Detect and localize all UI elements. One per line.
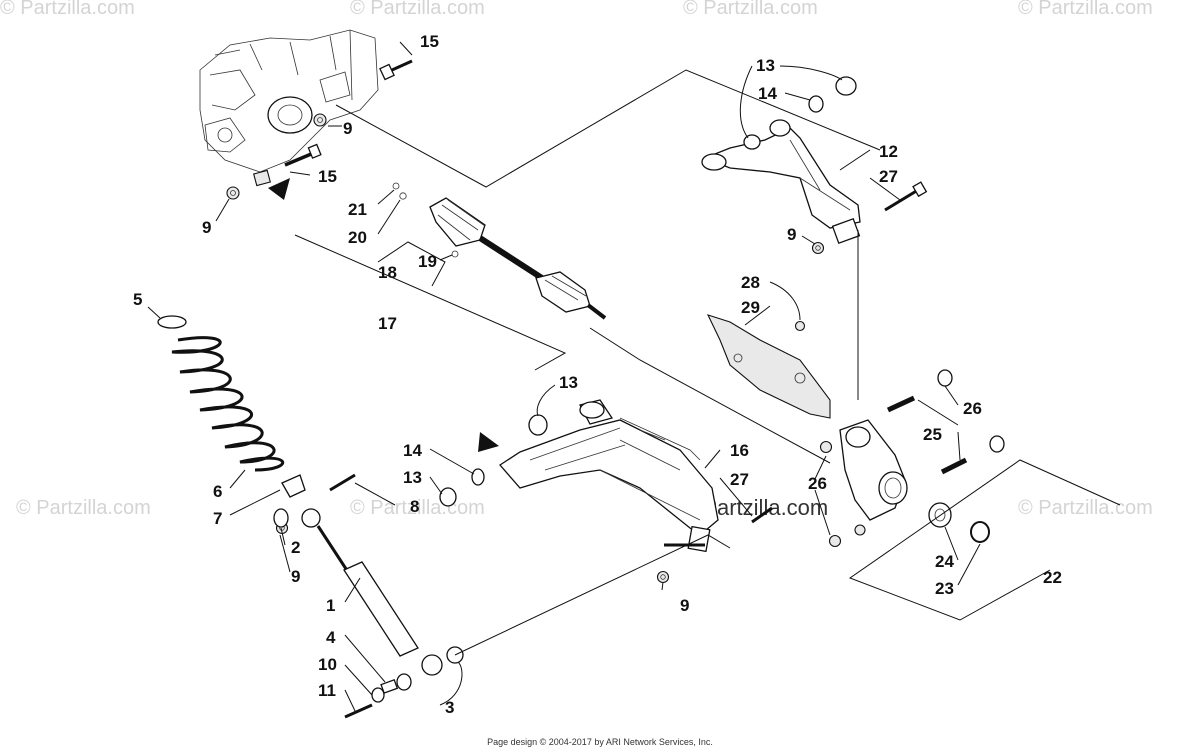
callout-13[interactable]: 13	[559, 373, 578, 392]
callout-9[interactable]: 9	[343, 119, 352, 138]
callout-9[interactable]: 9	[291, 567, 300, 586]
footer-copyright: Page design © 2004-2017 by ARI Network S…	[487, 737, 713, 747]
bolt-8[interactable]	[329, 473, 356, 492]
callout-26[interactable]: 26	[808, 474, 827, 493]
bushing-13-lower[interactable]	[528, 414, 548, 436]
arrow-marker-icon	[478, 432, 499, 452]
watermark-text: © Partzilla.com	[350, 0, 485, 19]
bolt-26-lower[interactable]	[989, 435, 1005, 453]
bolt-27-upper[interactable]	[884, 181, 928, 212]
callout-6[interactable]: 6	[213, 482, 222, 501]
nut-9-engine[interactable]	[313, 113, 327, 127]
watermark-text: © Partzilla.com	[683, 0, 818, 19]
bushing-4-b[interactable]	[396, 673, 412, 691]
callout-9[interactable]: 9	[680, 596, 689, 615]
callout-15[interactable]: 15	[420, 32, 439, 51]
sleeve-14-lower[interactable]	[471, 468, 485, 486]
lower-a-arm[interactable]	[499, 399, 719, 553]
callout-10[interactable]: 10	[318, 655, 337, 674]
callout-3[interactable]: 3	[445, 698, 454, 717]
callout-2[interactable]: 2	[291, 538, 300, 557]
shock-absorber[interactable]	[301, 508, 443, 676]
sleeve-4[interactable]	[380, 679, 399, 694]
callout-28[interactable]: 28	[741, 273, 760, 292]
callout-7[interactable]: 7	[213, 509, 222, 528]
sleeve-25-upper[interactable]	[886, 395, 916, 413]
watermark-text: © Partzilla.com	[0, 0, 135, 19]
knuckle[interactable]	[839, 419, 908, 521]
callout-23[interactable]: 23	[935, 579, 954, 598]
callout-14[interactable]: 14	[758, 84, 777, 103]
arrow-marker-icon	[268, 178, 290, 200]
screw-28[interactable]	[794, 320, 806, 332]
callout-8[interactable]: 8	[410, 497, 419, 516]
bushing-13-upper-b[interactable]	[743, 134, 761, 150]
callout-11[interactable]: 11	[318, 681, 336, 700]
callout-13[interactable]: 13	[403, 468, 422, 487]
callout-12[interactable]: 12	[879, 142, 898, 161]
callout-labels: 1 2 3 4 5 6 7 8 9 9 9 9 9 10 11 12 13 13…	[133, 32, 1062, 717]
sleeve-25-lower[interactable]	[940, 457, 968, 475]
sleeve-14-upper[interactable]	[808, 95, 824, 113]
watermark-text: © Partzilla.com	[1018, 0, 1153, 19]
callout-24[interactable]: 24	[935, 552, 954, 571]
callout-20[interactable]: 20	[348, 228, 367, 247]
callout-17[interactable]: 17	[378, 314, 397, 333]
engine-housing	[199, 29, 379, 187]
bushing-2[interactable]	[273, 508, 289, 528]
nut-9-left[interactable]	[226, 186, 240, 200]
callout-16[interactable]: 16	[730, 441, 749, 460]
callout-26[interactable]: 26	[963, 399, 982, 418]
callout-15[interactable]: 15	[318, 167, 337, 186]
bushing-13-upper[interactable]	[835, 76, 857, 96]
watermark-text: © Partzilla.com	[1018, 497, 1153, 519]
bolt-15-mid[interactable]	[284, 143, 322, 167]
bolt-15-top[interactable]	[379, 59, 413, 81]
callout-9[interactable]: 9	[202, 218, 211, 237]
washer-10[interactable]	[371, 687, 385, 703]
callout-18[interactable]: 18	[378, 263, 397, 282]
callout-19[interactable]: 19	[418, 252, 437, 271]
bushing-13-lower-b[interactable]	[439, 487, 457, 507]
callout-21[interactable]: 21	[348, 200, 367, 219]
a-arm-guard[interactable]	[706, 314, 831, 419]
callout-1[interactable]: 1	[326, 596, 335, 615]
callout-9[interactable]: 9	[787, 225, 796, 244]
callout-leaders	[147, 41, 981, 714]
watermark-text: © Partzilla.com	[16, 497, 151, 519]
nut-9-lower-arm[interactable]	[656, 570, 670, 584]
callout-5[interactable]: 5	[133, 290, 142, 309]
nut-26-b[interactable]	[828, 534, 842, 548]
upper-a-arm[interactable]	[701, 119, 861, 245]
nut-26-a[interactable]	[819, 440, 833, 454]
callout-22[interactable]: 22	[1043, 568, 1062, 587]
callout-27[interactable]: 27	[879, 167, 898, 186]
callout-29[interactable]: 29	[741, 298, 760, 317]
coil-spring[interactable]	[171, 336, 285, 472]
bolt-26-upper[interactable]	[937, 369, 953, 387]
callout-4[interactable]: 4	[326, 628, 336, 647]
callout-13[interactable]: 13	[756, 56, 775, 75]
spring-seat-5[interactable]	[157, 315, 187, 329]
nut-9-upper-arm[interactable]	[811, 241, 825, 255]
spring-retainer-7[interactable]	[281, 474, 306, 498]
nut-26-c[interactable]	[854, 524, 866, 536]
snap-ring-23[interactable]	[970, 521, 990, 543]
callout-27[interactable]: 27	[730, 470, 749, 489]
callout-25[interactable]: 25	[923, 425, 942, 444]
assembly-bracket-lines	[294, 69, 1121, 656]
bolt-11[interactable]	[344, 703, 373, 719]
bolt-27-lower[interactable]	[751, 506, 773, 524]
callout-14[interactable]: 14	[403, 441, 422, 460]
drive-axle[interactable]	[392, 182, 607, 320]
